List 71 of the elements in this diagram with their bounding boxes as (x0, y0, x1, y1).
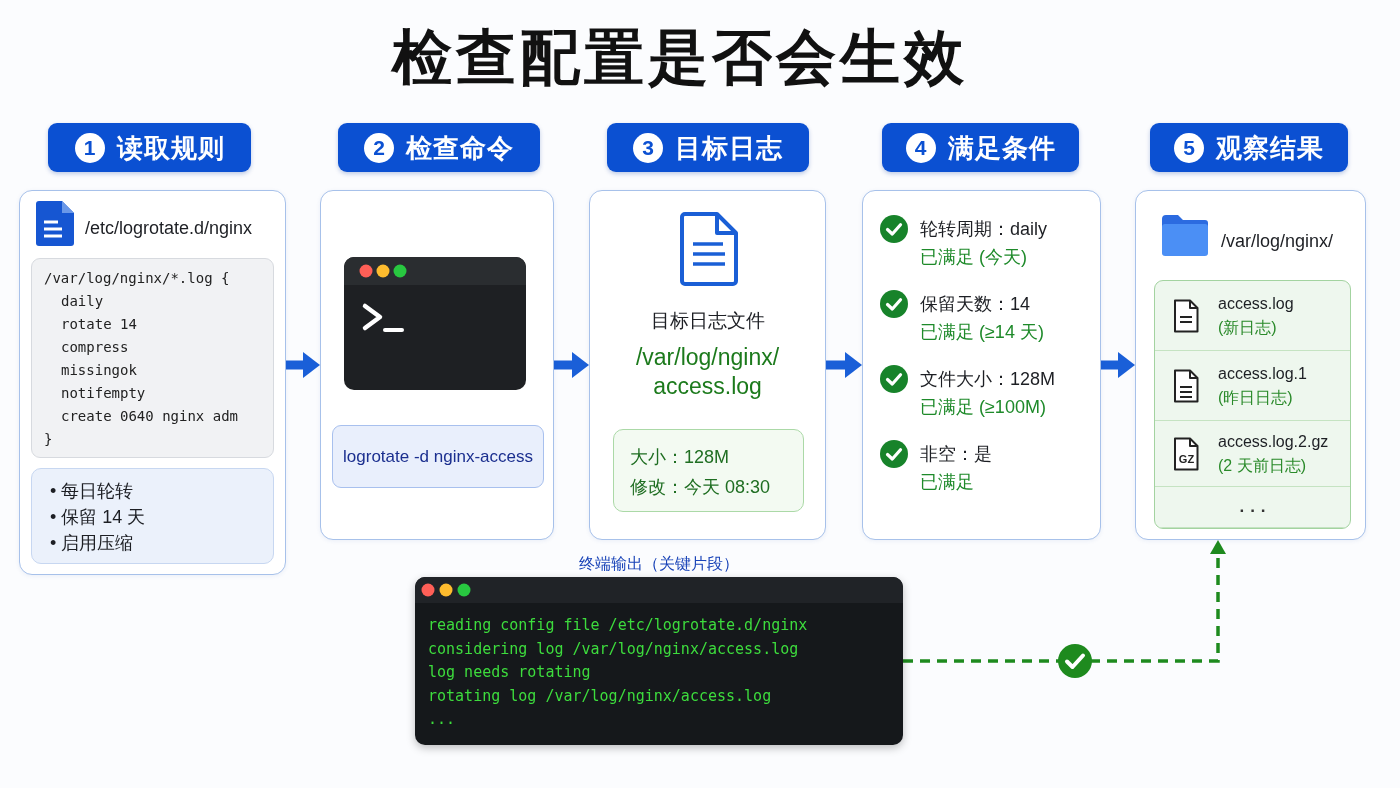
arrow (1101, 352, 1135, 378)
arrow (286, 352, 320, 378)
list-item: • 保留 14 天 (50, 506, 146, 529)
output-line: ... (428, 709, 456, 730)
summary-panel (31, 468, 274, 564)
terminal-caption: 终端输出（关键片段） (579, 554, 739, 574)
code-block (31, 258, 274, 458)
file-path: /var/log/nginx/access.log (634, 343, 781, 401)
step-number: 4 (905, 132, 936, 163)
condition-text: 轮转周期：daily (920, 218, 1048, 241)
output-line: reading config file /etc/logrotate.d/nginx (428, 615, 808, 636)
info-line: 大小：128M (630, 446, 730, 469)
folder-path: /var/log/nginx/ (1221, 230, 1334, 253)
file-name: access.log.1 (1218, 363, 1307, 384)
more-indicator: ... (1238, 497, 1272, 517)
step-card (862, 190, 1101, 540)
diagram-title: 检查配置是否会生效 (390, 23, 969, 93)
code-line: rotate 14 (61, 315, 137, 334)
output-line: considering log /var/log/nginx/access.log (428, 638, 799, 660)
arrow (554, 352, 589, 378)
code-line: } (44, 430, 53, 449)
dashed-arrow (903, 540, 1226, 663)
info-line: 修改：今天 08:30 (630, 476, 771, 499)
step-header (48, 123, 251, 172)
step-card (1135, 190, 1366, 540)
step-card (19, 190, 286, 575)
command-box (332, 425, 544, 488)
output-line: log needs rotating (428, 662, 591, 683)
code-line: create 0640 nginx adm (61, 407, 238, 426)
step-title: 满足条件 (947, 131, 1056, 164)
condition-text: 非空：是 (920, 443, 992, 466)
output-line: rotating log /var/log/nginx/access.log (428, 685, 772, 707)
code-line: compress (61, 338, 129, 357)
status-text: 已满足 (今天) (920, 246, 1027, 269)
code-line: notifempty (61, 384, 146, 403)
file-note: (新日志) (1218, 317, 1277, 338)
step-number: 1 (74, 132, 105, 163)
file-info-panel (613, 429, 804, 512)
condition-text: 文件大小：128M (920, 368, 1056, 391)
step-title: 观察结果 (1216, 131, 1324, 164)
file-path: /etc/logrotate.d/nginx (85, 217, 253, 240)
step-card (589, 190, 826, 540)
code-line: missingok (61, 361, 137, 380)
file-title: 目标日志文件 (650, 309, 765, 333)
step-title: 读取规则 (116, 131, 225, 164)
step-number: 5 (1174, 132, 1204, 163)
list-item: • 每日轮转 (50, 480, 134, 503)
file-name: access.log.2.gz (1218, 431, 1329, 452)
condition-text: 保留天数：14 (920, 293, 1031, 316)
command-text: logrotate -d nginx-access (343, 446, 533, 467)
status-text: 已满足 (≥100M) (920, 396, 1046, 419)
step-header (882, 123, 1079, 172)
list-item: • 启用压缩 (50, 532, 134, 555)
file-note: (昨日日志) (1218, 387, 1293, 408)
step-card (320, 190, 554, 540)
status-text: 已满足 (920, 471, 974, 494)
step-title: 检查命令 (406, 131, 514, 164)
step-title: 目标日志 (675, 131, 783, 164)
step-number: 2 (364, 132, 394, 163)
file-name: access.log (1218, 293, 1294, 314)
code-line: /var/log/nginx/*.log { (44, 269, 230, 288)
file-list-panel (1154, 280, 1351, 529)
status-text: 已满足 (≥14 天) (920, 321, 1044, 344)
code-line: daily (61, 292, 104, 311)
file-note: (2 天前日志) (1218, 455, 1306, 476)
step-header (338, 123, 540, 172)
step-header (1150, 123, 1348, 172)
arrow (826, 352, 862, 378)
file-type-label: GZ (1177, 451, 1196, 466)
step-header (607, 123, 809, 172)
step-number: 3 (633, 132, 663, 163)
